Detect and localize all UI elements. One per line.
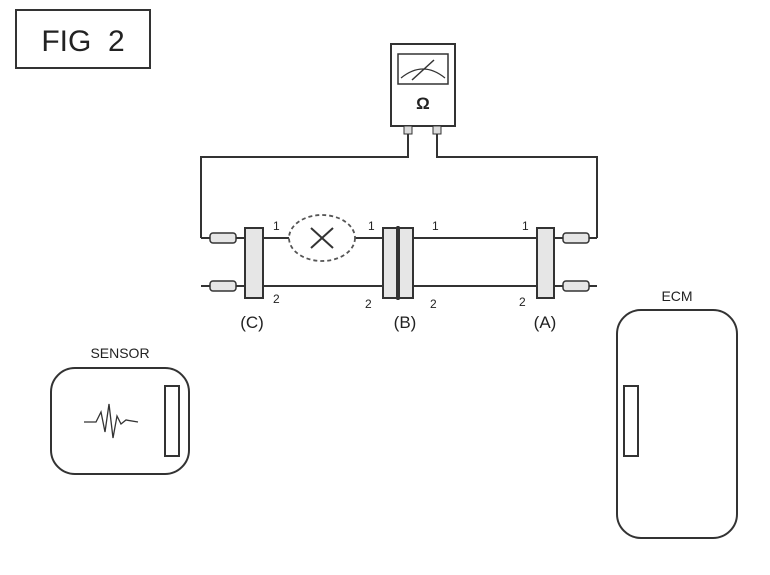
lead-right <box>436 134 598 238</box>
connector-c-pin1: 1 <box>273 219 280 233</box>
connector-a <box>536 227 555 299</box>
terminal-right-top <box>562 232 590 244</box>
connector-b-pin2-left: 2 <box>365 297 372 311</box>
terminal-left-top <box>209 232 237 244</box>
sensor-waveform-icon <box>84 403 139 439</box>
connector-c-pin2: 2 <box>273 292 280 306</box>
meter-needle <box>411 59 435 81</box>
sensor-label: SENSOR <box>90 345 149 361</box>
probe-terminals <box>209 232 590 292</box>
figure-title: FIG 2 <box>41 25 124 58</box>
figure-title-box: FIG 2 <box>15 9 151 69</box>
terminal-left-bottom <box>209 280 237 292</box>
ecm-body <box>616 309 738 539</box>
connector-b-label: (B) <box>394 313 417 332</box>
ecm-connector-port <box>623 385 639 457</box>
ohmmeter: Ω <box>390 43 456 135</box>
connector-c <box>244 227 264 299</box>
lead-left <box>200 134 409 238</box>
connector-b <box>382 226 414 300</box>
ecm-label: ECM <box>661 288 692 304</box>
connector-b-pin1-left: 1 <box>368 219 375 233</box>
sensor-connector-port <box>164 385 180 457</box>
connector-a-pin1: 1 <box>522 219 529 233</box>
meter-leads <box>200 134 598 238</box>
connector-c-label: (C) <box>240 313 264 332</box>
connector-b-pin1-right: 1 <box>432 219 439 233</box>
terminal-right-bottom <box>562 280 590 292</box>
meter-probe-left <box>403 125 413 135</box>
sensor-body <box>50 367 190 475</box>
connector-a-label: (A) <box>534 313 557 332</box>
meter-probe-right <box>432 125 442 135</box>
connector-a-pin2: 2 <box>519 295 526 309</box>
ohm-symbol: Ω <box>416 94 430 113</box>
connector-b-pin2-right: 2 <box>430 297 437 311</box>
open-circuit-marker <box>288 214 356 262</box>
